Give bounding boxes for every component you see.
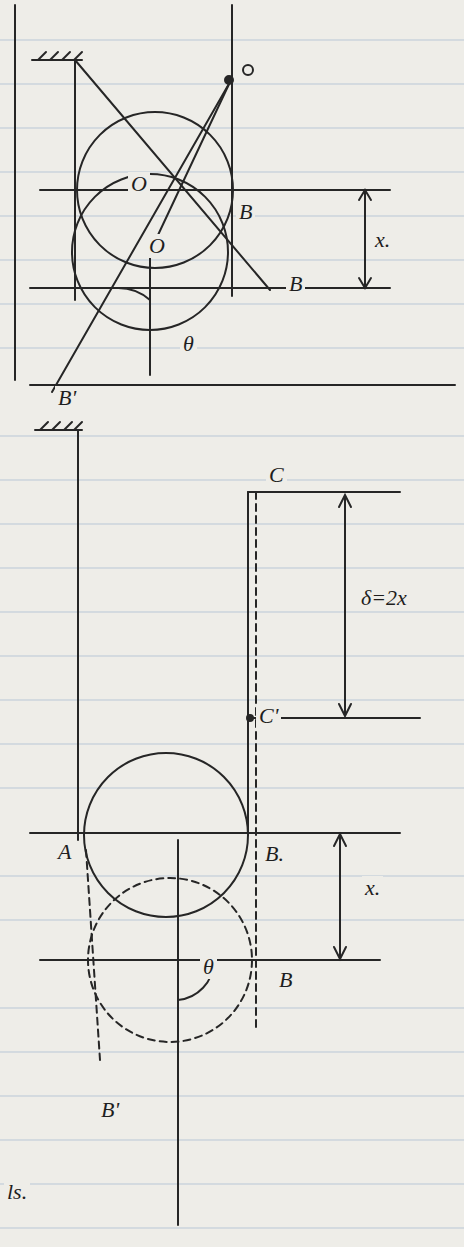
sketch-label: O — [128, 172, 150, 196]
sketch-label: A — [55, 840, 74, 864]
sketch-label: B' — [98, 1098, 122, 1122]
sketch-label: B — [236, 200, 255, 224]
top-figure — [15, 5, 455, 392]
sketch-label: x. — [372, 228, 393, 252]
sketch-label: x. — [362, 876, 383, 900]
sketch-label: B' — [55, 386, 79, 410]
sketch-label: B. — [262, 842, 287, 866]
sketch-label: B — [276, 968, 295, 992]
sketch-label: θ — [180, 332, 197, 356]
sketch-label: θ — [200, 955, 217, 979]
bottom-figure — [30, 422, 420, 1225]
sketch-label: ls. — [4, 1180, 30, 1204]
sketch-label: C' — [256, 704, 281, 728]
sketch-label: δ=2x — [358, 586, 410, 610]
sketch-label: O — [146, 234, 168, 258]
sketch-label: B — [286, 272, 305, 296]
sketch-label: C — [266, 463, 287, 487]
